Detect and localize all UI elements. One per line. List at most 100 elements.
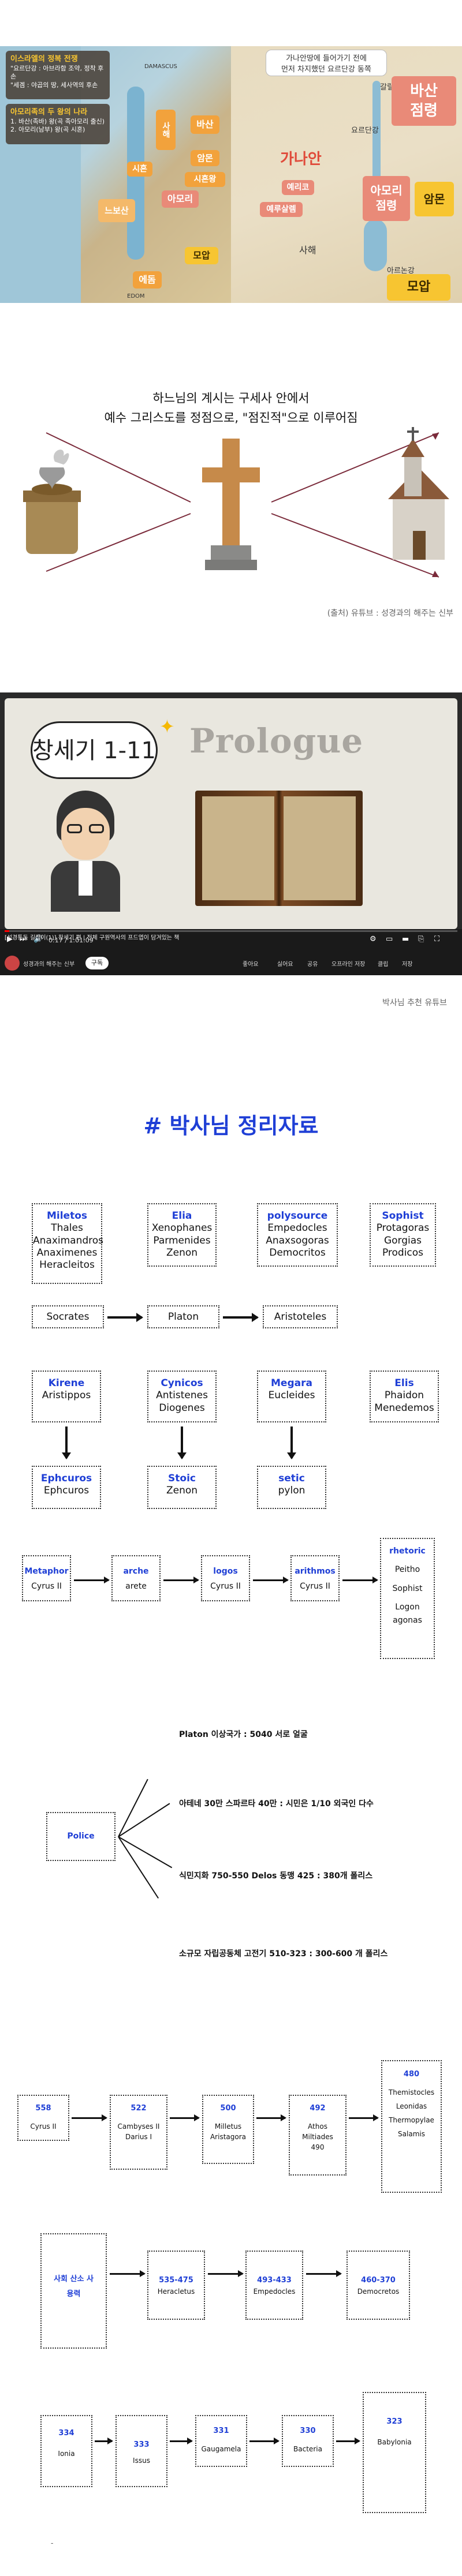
arrow-down (287, 1426, 296, 1459)
timeline-box: 330 Bacteria (282, 2415, 334, 2467)
police-branches (116, 1708, 173, 1950)
timeline-year: 334 (58, 2429, 74, 2438)
share-button[interactable]: 공유 (307, 961, 318, 968)
concept-box: arithmos Cyrus II (290, 1555, 340, 1601)
edom-label: EDOM (127, 293, 145, 299)
timeline-box: 522 Cambyses II Darius I (110, 2095, 167, 2170)
concept-box: arche arete (111, 1555, 161, 1601)
amorite-title: 아모리족의 두 왕의 나라 (10, 108, 88, 117)
arnon-label: 아르논강 (387, 267, 415, 275)
box-title: Elis (394, 1377, 414, 1389)
arrow-right (249, 2438, 280, 2444)
channel-name[interactable]: 성경과의 해주는 신부 (23, 961, 75, 968)
box-name: Ephcuros (43, 1485, 90, 1497)
timeline-box: 558 Cyrus II (17, 2095, 69, 2141)
timeline-name: Cyrus II (30, 2122, 57, 2131)
cast-icon[interactable]: ⎘ (418, 935, 424, 943)
video-player[interactable]: 창세기 1-11 ✦ Prologue ▶ ⏭ 🔊 0:17 / 1:01:09… (0, 692, 462, 952)
timeline-name: Milletus (214, 2122, 242, 2131)
box-title: polysource (267, 1210, 328, 1222)
box-title: Sophist (382, 1210, 424, 1222)
arrow-right (107, 1313, 143, 1322)
church-icon (388, 427, 449, 560)
play-icon[interactable]: ▶ (7, 935, 13, 943)
clip-button[interactable]: 클립 (378, 961, 389, 968)
arrow-right (163, 1577, 199, 1583)
jericho-tag: 예리코 (282, 180, 314, 195)
box-name: arete (125, 1581, 147, 1591)
box-name: Phaidon (384, 1390, 424, 1402)
timeline-box: 333 Issus (116, 2415, 167, 2487)
edom-tag: 에돔 (133, 271, 162, 289)
cynicos-box: Cynicos Antistenes Diogenes (147, 1371, 217, 1422)
nebo-tag: 느보산 (98, 199, 135, 222)
box-name: Cyrus II (300, 1581, 330, 1591)
timeline-box: 493-433 Empedocles (245, 2251, 303, 2320)
kirene-box: Kirene Aristippos (32, 1371, 101, 1422)
arrow-right (74, 1577, 110, 1583)
video-title[interactable]: [성경통독 길잡이(1)] 창세기 편 | 전체 구원역사의 프드엽이 담겨있는… (5, 935, 180, 941)
settings-icon[interactable]: ⚙ (370, 935, 377, 943)
altar-icon (23, 450, 81, 554)
footer-mark: - (51, 2539, 54, 2547)
box-name: Logon agonas (393, 1602, 422, 1625)
damascus-label: DAMASCUS (144, 63, 177, 70)
box-title: Stoic (168, 1473, 196, 1484)
progress-track[interactable] (5, 930, 457, 932)
timeline-name: Athos (308, 2122, 327, 2131)
box-name: Protagoras (376, 1222, 430, 1234)
moab-tag: 모압 (185, 247, 218, 264)
amorite-line: 1. 바산(족바) 왕(곡 족아모리 출신) (10, 117, 105, 125)
like-button[interactable]: 좋아요 (243, 961, 259, 968)
timeline-year: 330 (300, 2427, 316, 2435)
video-controls: ▶ ⏭ 🔊 0:17 / 1:01:09 ⚙ ▭ ▬ ⎘ ⛶ (0, 929, 462, 952)
fullscreen-icon[interactable]: ⛶ (434, 935, 440, 943)
timeline-name: 490 (311, 2143, 325, 2151)
miniplayer-icon[interactable]: ▭ (386, 935, 393, 943)
subscribe-button[interactable]: 구독 (85, 957, 109, 969)
sophist-box: Sophist Protagoras Gorgias Prodicos (370, 1203, 436, 1267)
timeline-box: 460-370 Democretos (346, 2251, 410, 2320)
conquest-title: 이스라엘의 정복 전쟁 (10, 55, 78, 63)
dislike-button[interactable]: 싫어요 (277, 961, 293, 968)
video-screen[interactable]: 창세기 1-11 ✦ Prologue (5, 698, 457, 929)
box-title: arche (123, 1567, 149, 1576)
channel-avatar[interactable] (5, 956, 20, 971)
revelation-headline-2: 예수 그리스도를 정점으로, "점진적"으로 이루어짐 (104, 411, 358, 425)
section-heading: # 박사님 정리자료 (143, 1113, 319, 1139)
box-title: Elia (172, 1210, 192, 1222)
amorite-conquest-tag: 아모리 점령 (363, 176, 410, 221)
arrow-right (306, 2270, 342, 2277)
dead-sea (364, 219, 387, 271)
ammon-tag: 암몬 (191, 150, 219, 166)
box-title: arithmos (295, 1567, 336, 1576)
timeline-name: Darius I (125, 2132, 152, 2141)
left-map-panel: 이스라엘의 정복 전쟁 "요르단강 : 아브라함 조약, 정착 후손 "세겜 :… (0, 46, 231, 303)
cross-icon (202, 439, 260, 570)
revelation-diagram (23, 427, 449, 578)
box-name: pylon (278, 1485, 305, 1497)
download-button[interactable]: 오프라인 저장 (331, 961, 366, 968)
presenter-avatar (39, 791, 132, 912)
concept-box: rhetoric Peitho Sophist Logon agonas (380, 1538, 435, 1659)
box-name: Antistenes (156, 1390, 208, 1402)
dead-sea-label: 사해 (299, 245, 316, 256)
arrow-right (336, 2438, 360, 2444)
save-button[interactable]: 저장 (402, 961, 413, 968)
police-fact: 소규모 자립공동체 고전기 510-323 : 300-600 개 폴리스 (179, 1949, 388, 1959)
map-image: 이스라엘의 정복 전쟁 "요르단강 : 아브라함 조약, 정착 후손 "세겜 :… (0, 46, 462, 303)
sihon-tag-left: 시혼 (127, 162, 152, 177)
video-time: 0:17 / 1:01:09 (49, 937, 94, 944)
stoic-box: Stoic Zenon (147, 1466, 217, 1509)
right-map-panel: 가나안땅에 들어가기 전에 먼저 차지했던 요르단강 동쪽 갈릴레아 요르단강 … (231, 46, 462, 303)
aristoteles-box: Aristoteles (263, 1305, 338, 1328)
volume-icon[interactable]: 🔊 (33, 935, 43, 943)
theater-icon[interactable]: ▬ (402, 935, 409, 943)
timeline-name: Bacteria (293, 2444, 322, 2453)
next-icon[interactable]: ⏭ (20, 935, 27, 943)
box-name: Diogenes (159, 1402, 205, 1414)
amorite-box: 아모리족의 두 왕의 나라 1. 바산(족바) 왕(곡 족아모리 출신) 2. … (6, 104, 110, 144)
arrow-down (62, 1426, 71, 1459)
timeline-year: 492 (310, 2104, 326, 2113)
arrow-right (208, 2270, 244, 2277)
